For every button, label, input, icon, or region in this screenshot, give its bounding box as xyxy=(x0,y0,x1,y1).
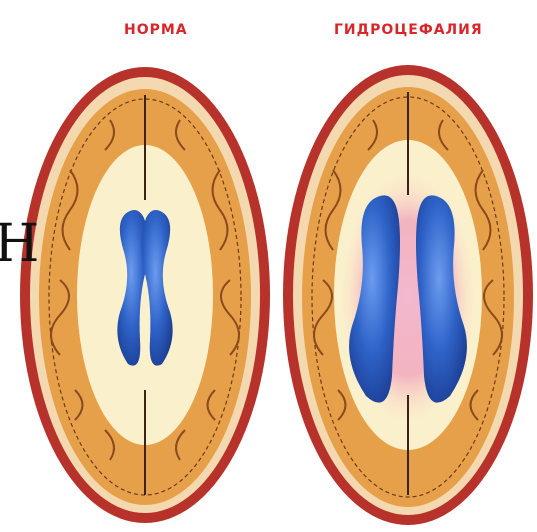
hydrocephalus-brain xyxy=(283,65,533,525)
normal-brain xyxy=(20,67,270,523)
normal-caption: НОРМА xyxy=(124,22,188,38)
edge-glyph: Н xyxy=(0,218,39,270)
hydro-periventricular-edema xyxy=(338,168,478,428)
hydrocephalus-caption: ГИДРОЦЕФАЛИЯ xyxy=(334,22,483,38)
